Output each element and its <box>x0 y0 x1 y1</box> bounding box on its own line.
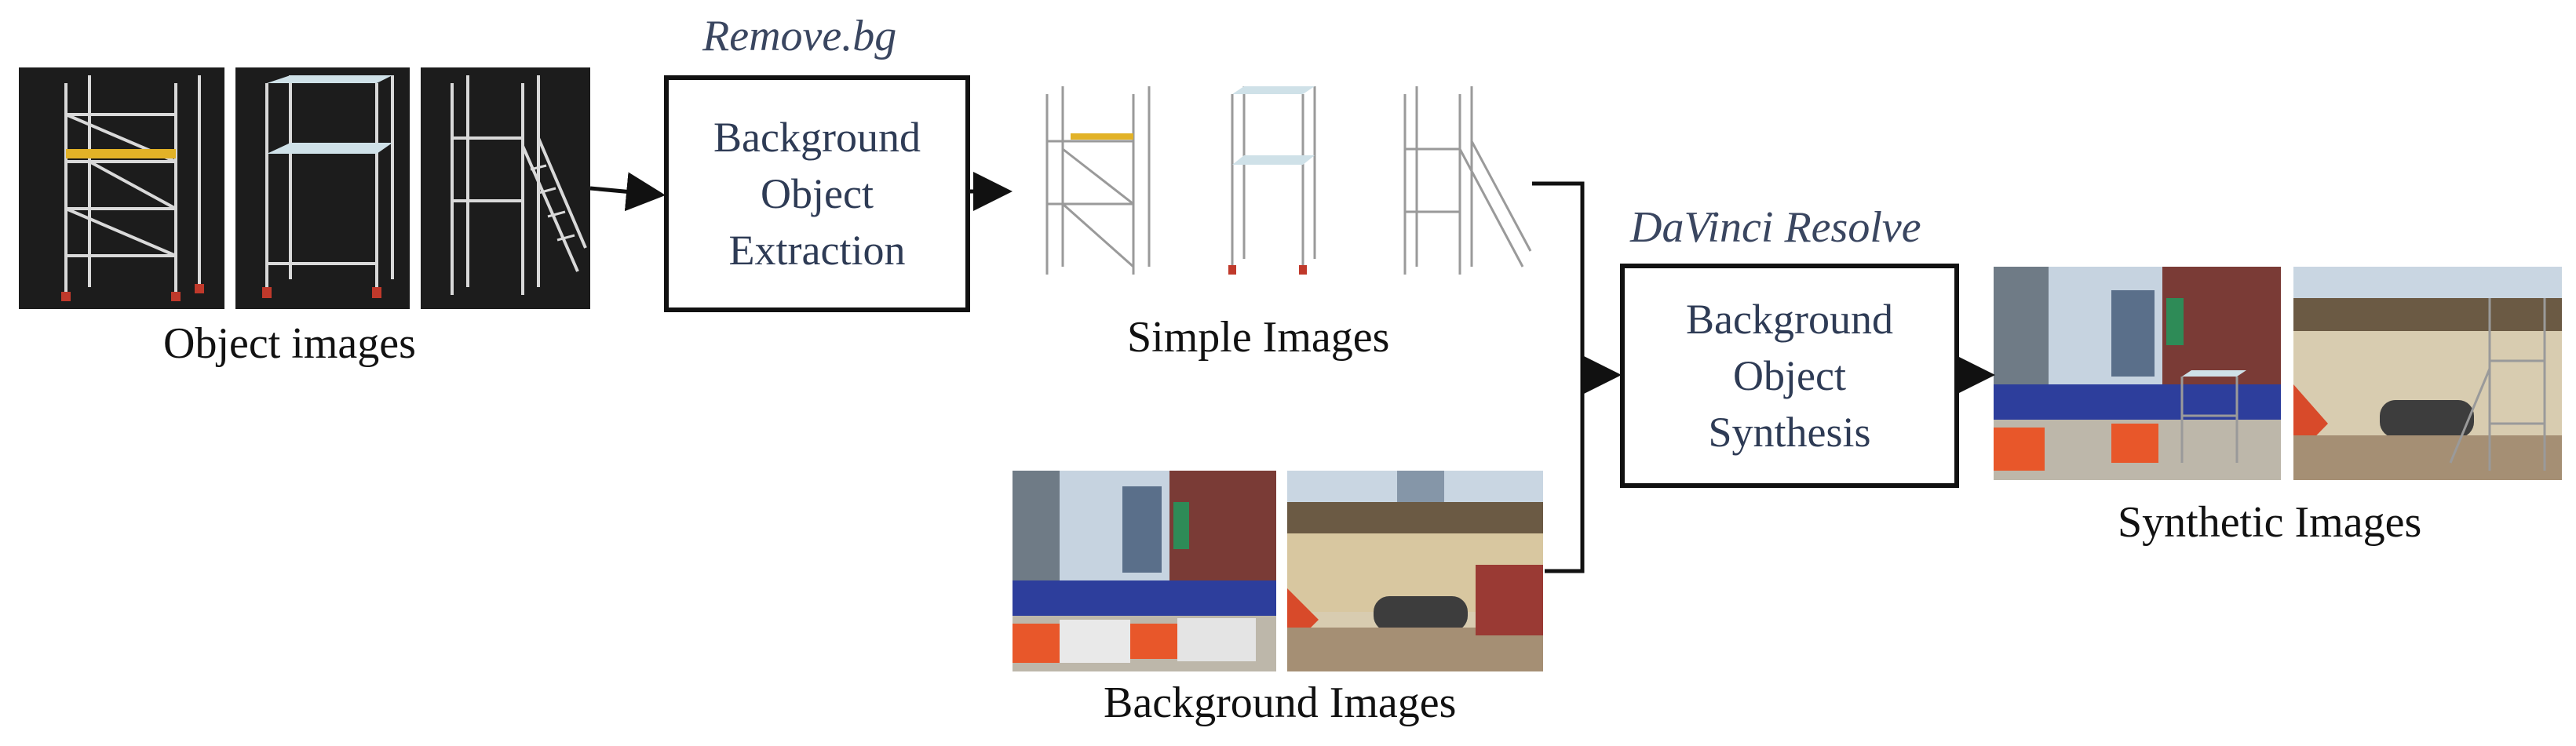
extraction-line-1: Background <box>713 114 921 161</box>
simple-images-label: Simple Images <box>1127 313 1390 362</box>
object-image-2 <box>235 67 410 309</box>
background-object-extraction-box: Background Object Extraction <box>664 75 970 312</box>
synthesis-line-1: Background <box>1686 296 1893 343</box>
scaffold-tower-icon <box>1403 86 1532 275</box>
synthesis-line-2: Object <box>1733 352 1846 399</box>
background-images-label: Background Images <box>1104 679 1457 727</box>
construction-site-photo <box>1013 471 1276 671</box>
simple-image-1 <box>1016 78 1173 290</box>
connector-simple-to-synthesis <box>1532 181 1585 375</box>
scaffold-tower-icon <box>1228 86 1316 275</box>
construction-site-photo <box>1994 267 2281 480</box>
synthetic-image-1 <box>1994 267 2281 480</box>
simple-image-2 <box>1217 78 1326 282</box>
scaffold-tower-icon <box>451 75 587 295</box>
construction-site-photo <box>1287 471 1543 671</box>
background-object-synthesis-box: Background Object Synthesis <box>1620 264 1959 488</box>
extraction-line-2: Object <box>761 170 874 217</box>
scaffold-tower-icon <box>262 75 394 298</box>
removebg-tool-label: Remove.bg <box>702 12 897 60</box>
synthesis-line-3: Synthesis <box>1708 409 1871 456</box>
construction-site-photo <box>2293 267 2562 480</box>
synthetic-image-2 <box>2293 267 2562 480</box>
scaffold-tower-icon <box>61 75 204 301</box>
extraction-line-3: Extraction <box>728 227 906 274</box>
background-image-2 <box>1287 471 1543 671</box>
object-images-label: Object images <box>163 319 416 368</box>
object-image-3 <box>421 67 590 309</box>
scaffold-tower-icon <box>1045 86 1151 275</box>
davinci-tool-label: DaVinci Resolve <box>1630 203 1921 252</box>
object-image-1 <box>19 67 224 309</box>
connector-background-to-synthesis <box>1545 375 1585 573</box>
simple-image-3 <box>1374 78 1538 290</box>
arrow-objects-to-extraction <box>589 172 666 212</box>
synthetic-images-label: Synthetic Images <box>2118 498 2422 547</box>
background-image-1 <box>1013 471 1276 671</box>
